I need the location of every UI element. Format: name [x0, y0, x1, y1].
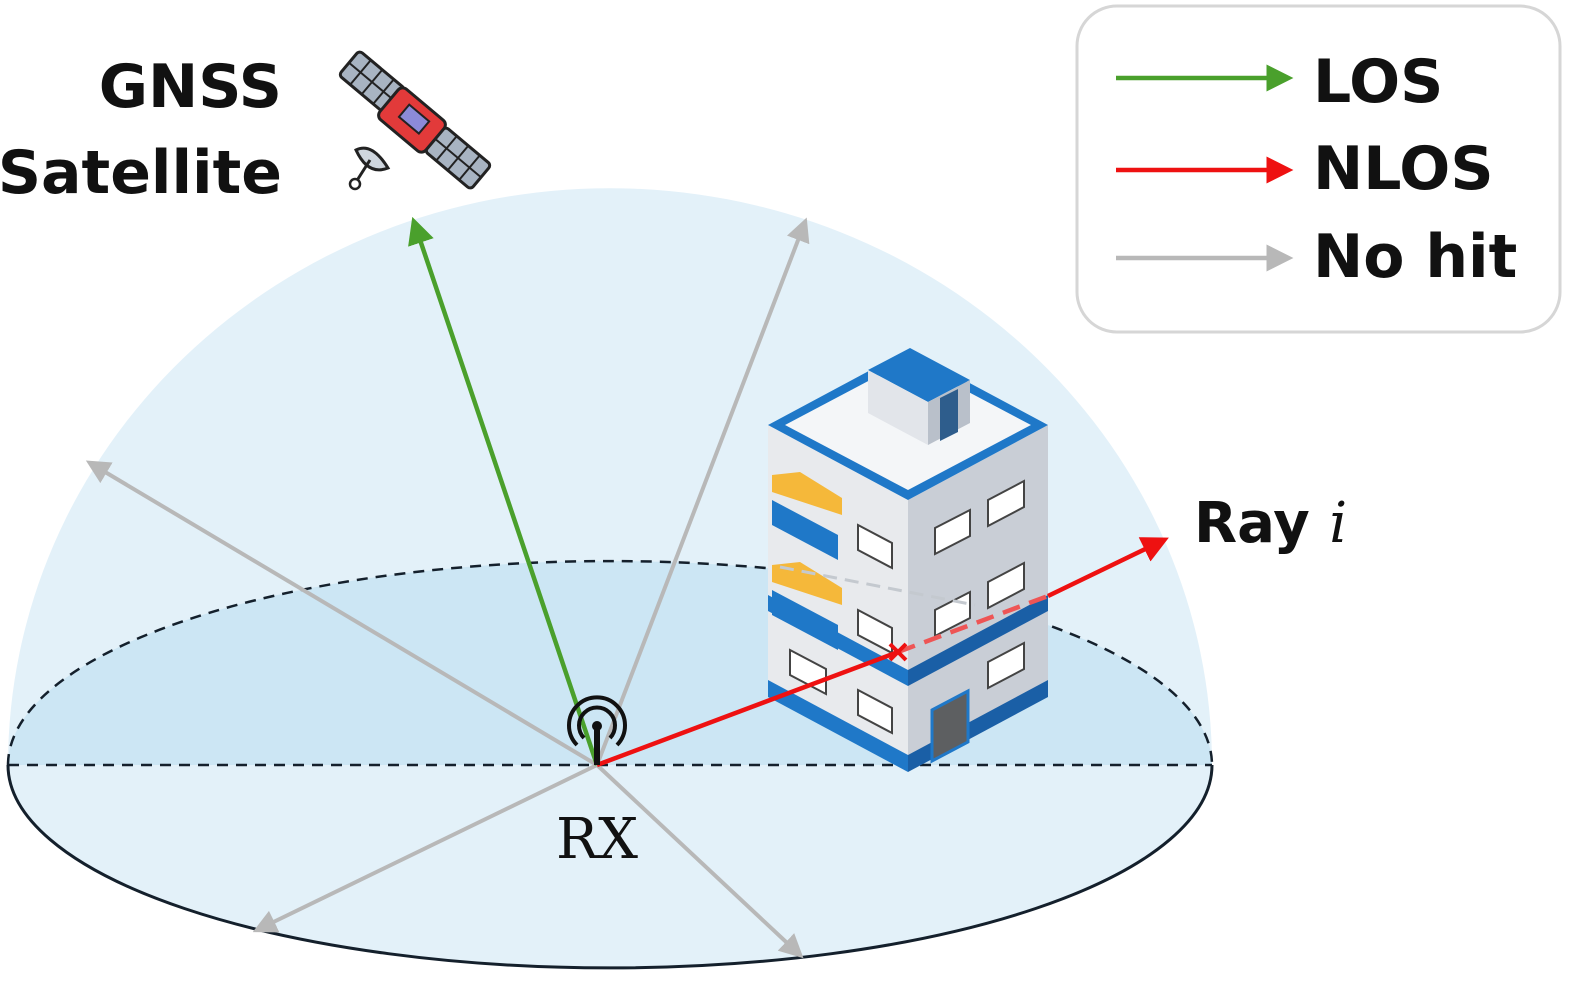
rx-label: RX: [556, 807, 638, 872]
satellite-label-line2: Satellite: [0, 138, 282, 208]
legend-label-no-hit: No hit: [1313, 222, 1517, 292]
legend-label-los: LOS: [1313, 47, 1443, 117]
no-hit-ray-upper-right: [595, 217, 810, 766]
no-hit-ray-lower-left: [252, 763, 598, 933]
nlos-ray: [596, 537, 1169, 768]
ray-label-prefix: Ray: [1194, 491, 1329, 556]
legend: LOS NLOS No hit: [1075, 4, 1562, 334]
hit-point-marker: [888, 642, 908, 662]
antenna-icon: [567, 695, 627, 765]
legend-item-los: LOS: [1116, 47, 1443, 117]
building-icon: [768, 348, 1048, 772]
ray-label: Ray i: [1194, 491, 1347, 556]
ray-label-variable: i: [1329, 491, 1347, 556]
satellite-label-line1: GNSS: [99, 52, 282, 122]
legend-item-nlos: NLOS: [1116, 134, 1494, 204]
satellite-icon: [338, 50, 492, 191]
legend-item-no-hit: No hit: [1116, 222, 1517, 292]
no-hit-ray-upper-left: [85, 460, 599, 767]
no-hit-rays: [85, 217, 810, 959]
los-ray: [408, 216, 600, 766]
legend-label-nlos: NLOS: [1313, 134, 1494, 204]
no-hit-ray-lower-right: [595, 763, 804, 959]
legend-box: [1075, 4, 1562, 334]
